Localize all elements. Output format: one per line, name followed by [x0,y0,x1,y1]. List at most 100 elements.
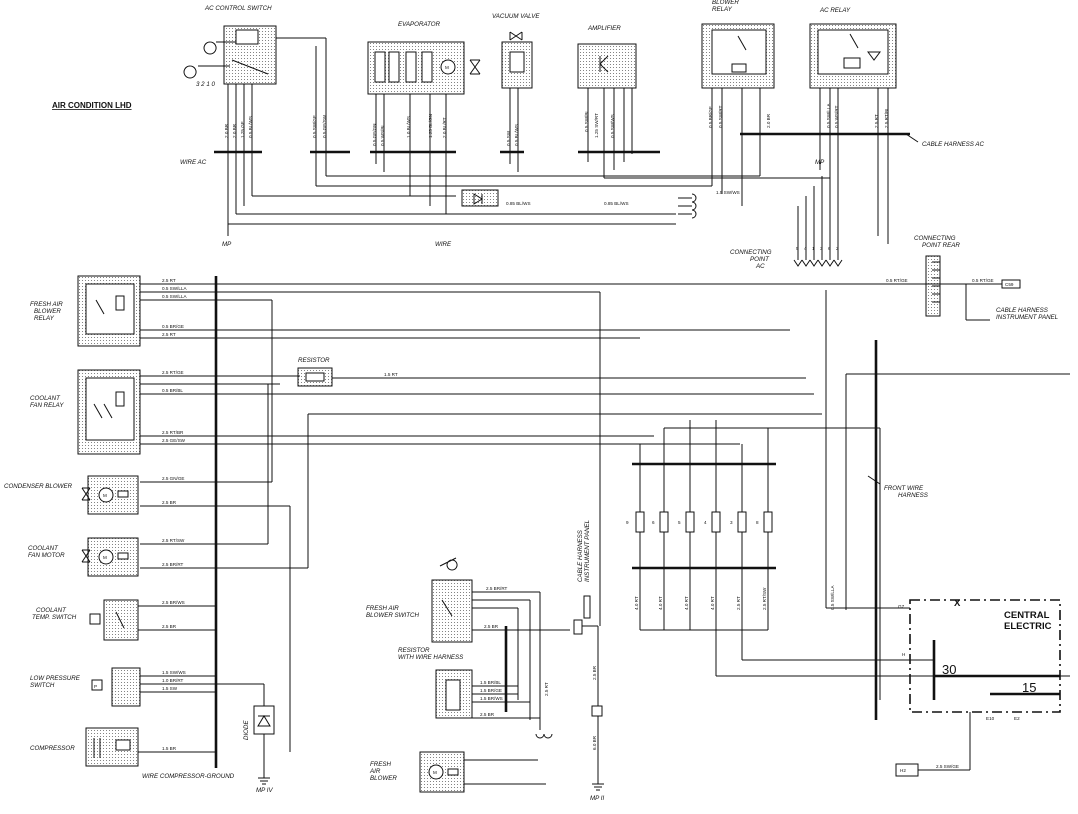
mp-label: MP [222,241,232,248]
condenser-blower: M [81,475,139,515]
svg-text:M: M [103,555,107,560]
svg-text:2.5 GN/GE: 2.5 GN/GE [162,476,184,481]
low-pressure-switch: P [91,667,141,707]
connecting-point-rear [840,255,1021,321]
svg-text:3: 3 [730,520,733,525]
g7-label: G7 [898,604,905,609]
svg-text:4.0 RT: 4.0 RT [634,596,639,610]
switch-positions: 3 2 1 0 [196,81,215,88]
ac-relay-label: AC RELAY [819,7,851,14]
left-wire-labels: 2.5 RT 0.5 SW/LLA 0.5 SW/LLA 0.5 BR/GE 2… [162,278,398,751]
svg-text:2.0 BR: 2.0 BR [224,123,229,138]
resistor-with-wire-harness [435,626,540,719]
svg-text:M: M [445,65,449,70]
evaporator: M [367,41,481,95]
terminal-15: 15 [1022,680,1036,695]
e10-label: E10 [986,716,995,721]
svg-text:0.5 GE/GN: 0.5 GE/GN [372,124,377,146]
svg-text:1.5 RT: 1.5 RT [384,372,398,377]
svg-text:M: M [433,770,437,775]
connector-plug [678,193,697,219]
coolant-fan-relay [77,369,141,455]
wire-ac-label: WIRE AC [180,159,207,166]
front-wire-harness [825,290,1070,720]
svg-text:1.5 SW: 1.5 SW [162,686,178,691]
svg-text:0.5 WS/RT: 0.5 WS/RT [834,105,839,128]
connecting-point-ac-pins: 5 4 1 3 6 2 [796,246,839,251]
svg-text:2.5 RT/GE: 2.5 RT/GE [162,370,184,375]
svg-text:2.0 BL/RT: 2.0 BL/RT [442,117,447,138]
terminal-30: 30 [942,662,956,677]
svg-text:2.5 RT/BR: 2.5 RT/BR [162,430,184,435]
wire-label-bl-ws-1: 0.85 BL/WS [506,201,531,206]
svg-text:2.5 RT: 2.5 RT [162,278,176,283]
coolant-temp-switch [89,599,139,641]
svg-text:0.5 SW/LLA: 0.5 SW/LLA [162,286,187,291]
svg-text:1.5 SW/WS: 1.5 SW/WS [162,670,186,675]
svg-text:2.5 BR: 2.5 BR [592,665,597,680]
wire-label-bl-ws-2: 0.85 BL/WS [604,201,629,206]
svg-text:2.5 BR/RT: 2.5 BR/RT [162,562,184,567]
svg-text:8: 8 [756,520,759,525]
h-label: H [902,652,905,657]
svg-text:2.5 BR: 2.5 BR [162,624,177,629]
svg-text:0.5 SW: 0.5 SW [506,130,511,146]
svg-text:2.5 RT/SW: 2.5 RT/SW [162,538,185,543]
central-electric-x: X [954,598,961,609]
amplifier [577,43,637,89]
vacuum-valve-label: VACUUM VALVE [492,13,540,20]
wire-ac-harness [214,132,910,154]
coolant-fan-motor: M [81,537,139,577]
svg-text:4: 4 [704,520,707,525]
top-wire-labels: 2.0 BR 2.0 BR 1.25 GE 0.5 BL/WS 0.5 SW/G… [224,103,889,146]
compressor-label: COMPRESSOR [30,745,75,752]
bottom-wire-labels: 2.5 BR/RT 2.5 BR 1.5 BR/BL 1.5 BR/GE 1.5… [480,586,597,750]
resistor [297,367,333,387]
svg-text:1.25 GE: 1.25 GE [240,121,245,138]
svg-text:1.5 BR/BL: 1.5 BR/BL [480,680,501,685]
cable-harness-ac-label: CABLE HARNESS AC [922,141,985,148]
svg-text:3: 3 [820,246,823,251]
svg-text:0.5 SW/BL: 0.5 SW/BL [584,110,589,132]
svg-text:2.5 RT: 2.5 RT [544,682,549,696]
svg-text:1.5 BR/GE: 1.5 BR/GE [480,688,502,693]
svg-text:0.5 SW/RT: 0.5 SW/RT [718,105,723,128]
resistor-label: RESISTOR [298,357,330,364]
svg-text:0.5 SW/GE: 0.5 SW/GE [312,115,317,138]
svg-text:2.5 RT/BL: 2.5 RT/BL [884,107,889,128]
amplifier-label: AMPLIFIER [587,25,621,32]
svg-text:M: M [103,493,107,498]
svg-text:2.5 RT: 2.5 RT [162,332,176,337]
connecting-point-ac [793,176,843,267]
fuse-numbers: 9 6 5 4 3 8 [626,520,759,525]
mp-iv-label: MP IV [256,787,273,794]
svg-text:1.25 SW/RT: 1.25 SW/RT [594,113,599,138]
top-wires [227,37,889,244]
inline-diode [461,189,499,207]
wire-compressor-ground-label: WIRE COMPRESSOR-GROUND [142,773,235,780]
wire-label-sw-ge: 2.5 SW/GE [936,764,959,769]
svg-text:2.5 RT/SW: 2.5 RT/SW [762,587,767,610]
fresh-air-blower: M [419,733,553,793]
svg-text:2.0 BR: 2.0 BR [232,123,237,138]
svg-text:1.5 BR: 1.5 BR [162,746,177,751]
svg-text:0.5 SW/WS: 0.5 SW/WS [610,114,615,138]
fresh-air-blower-switch [431,557,570,730]
svg-text:2.5 BR/WS: 2.5 BR/WS [162,600,185,605]
ac-control-switch: 3 2 1 0 [183,25,277,88]
svg-text:9: 9 [626,520,629,525]
svg-text:1: 1 [812,246,815,251]
fuse-wire-labels: 4.0 RT 4.0 RT 4.0 RT 4.0 RT 2.5 RT 0.5 S… [634,585,835,610]
svg-text:0.5 WS/BL: 0.5 WS/BL [380,124,385,146]
